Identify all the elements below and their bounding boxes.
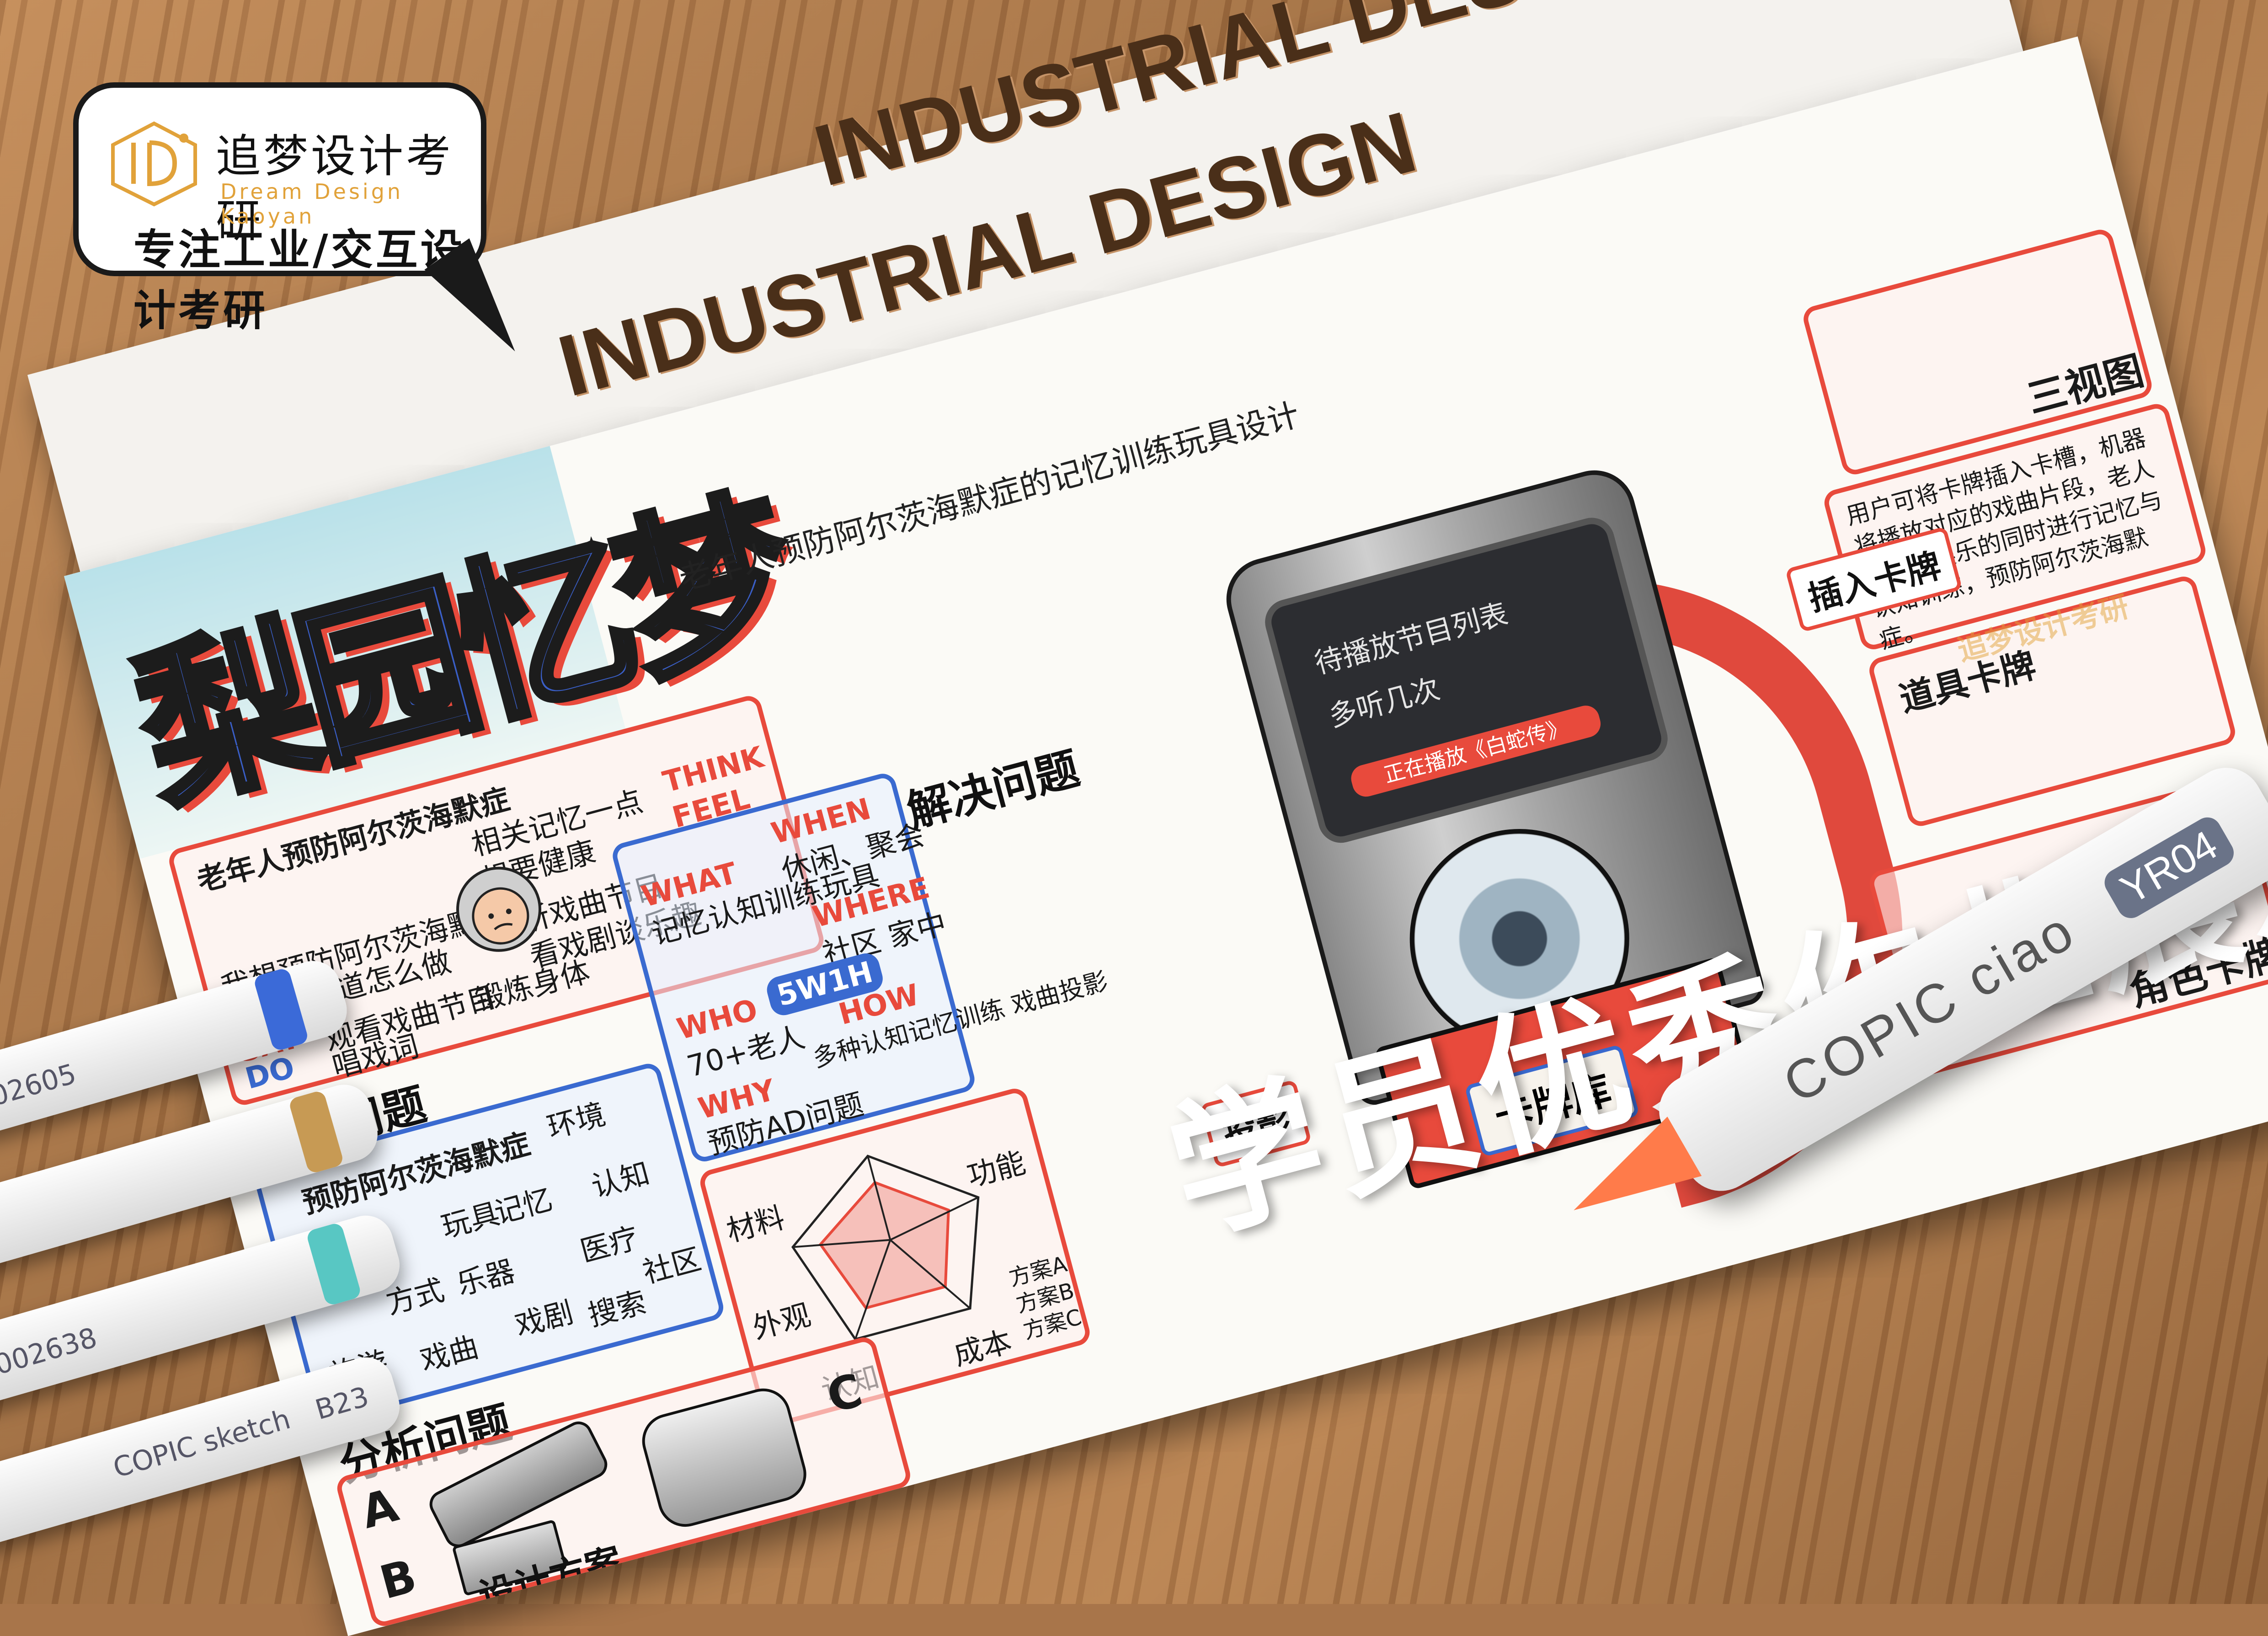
mindmap-node-1: 环境 xyxy=(544,1097,609,1145)
brand-logo-icon xyxy=(111,121,197,207)
plan-sketch-c xyxy=(636,1382,813,1533)
mindmap-node-11: 搜索 xyxy=(584,1285,650,1333)
marker-blue-barcode: 002605 xyxy=(0,1058,80,1117)
solve-problem-heading: 解决问题 xyxy=(902,743,1085,838)
mindmap-node-7: 乐器 xyxy=(453,1254,519,1302)
plan-label-c: C xyxy=(821,1363,868,1424)
copic-color-code: YR04 xyxy=(2099,812,2239,923)
marker-sketch-code: B23 xyxy=(312,1380,373,1427)
mindmap-node-4: 认知 xyxy=(588,1156,654,1205)
product-screen: 待播放节目列表 多听几次 正在播放《白蛇传》 xyxy=(1260,513,1673,848)
radar-chart xyxy=(791,1155,980,1341)
brand-english: Dream Design Kaoyan xyxy=(220,179,404,229)
plan-label-b: B xyxy=(374,1549,422,1610)
mindmap-node-10: 戏剧 xyxy=(512,1295,577,1343)
radar-axis-4: 成本 xyxy=(950,1325,1016,1373)
plan-label-a: A xyxy=(355,1478,404,1539)
empathy-map-panel: 老年人预防阿尔茨海默症 THINK FEEL 相关记忆一点 想要健康 听戏曲节目… xyxy=(166,693,827,1108)
brand-name: 追梦设计考研 xyxy=(216,130,454,247)
mindmap-node-9: 戏曲 xyxy=(416,1330,482,1379)
marker-teal-cap xyxy=(305,1221,362,1307)
marker-blue-cap xyxy=(252,967,310,1052)
brand-speech-bubble: 追梦设计考研 Dream Design Kaoyan 专注工业/交互设计考研 xyxy=(73,82,486,335)
screen-line-2: 多听几次 xyxy=(1325,672,1444,733)
screen-line-1: 待播放节目列表 xyxy=(1311,597,1511,680)
mindmap-node-5: 医疗 xyxy=(576,1221,642,1269)
mindmap-node-13: 玩具 xyxy=(438,1197,503,1245)
marker-gold-cap xyxy=(288,1089,345,1175)
brand-tagline: 专注工业/交互设计考研 xyxy=(133,225,465,335)
design-sheet: 梨园忆梦 老年人预防阿尔茨海默症的记忆训练玩具设计 老年人预防阿尔茨海默症 TH… xyxy=(64,36,2268,1636)
radar-panel: 材料 外观 功能 成本 认知 方案A 方案B 方案C xyxy=(697,1085,1093,1430)
mindmap-node-12: 社区 xyxy=(639,1242,705,1290)
grandma-avatar-icon xyxy=(456,866,542,952)
